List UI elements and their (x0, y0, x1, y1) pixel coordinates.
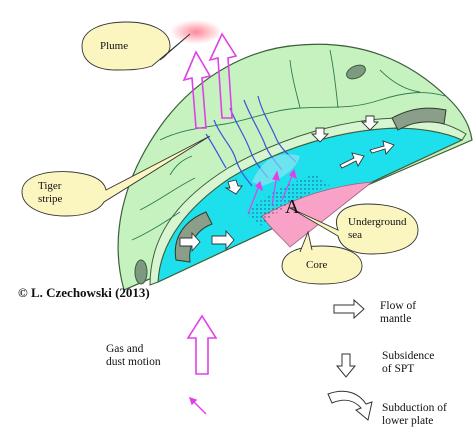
plume-label: Plume (100, 40, 128, 53)
point-a-label: A (285, 196, 299, 219)
legend-gas-label: Gas and dust motion (106, 343, 161, 369)
legend-subduction-label: Subduction of lower plate (382, 402, 447, 428)
legend-subsidence-icon (337, 354, 355, 377)
plume-glow (170, 20, 222, 44)
legend-subsidence-label: Subsidence of SPT (382, 350, 434, 376)
legend-small-gas-icon (190, 398, 206, 414)
copyright-text: © L. Czechowski (2013) (18, 286, 150, 301)
tiger-stripe-label: Tiger stripe (38, 180, 62, 205)
crater-left (135, 260, 147, 284)
underground-sea-label: Underground sea (348, 216, 406, 241)
legend-flow-label: Flow of mantle (380, 300, 416, 326)
core-label: Core (306, 259, 327, 272)
legend-flow-icon (334, 300, 364, 318)
legend-gas-icon (188, 316, 216, 374)
legend-subduction-icon (328, 391, 372, 420)
